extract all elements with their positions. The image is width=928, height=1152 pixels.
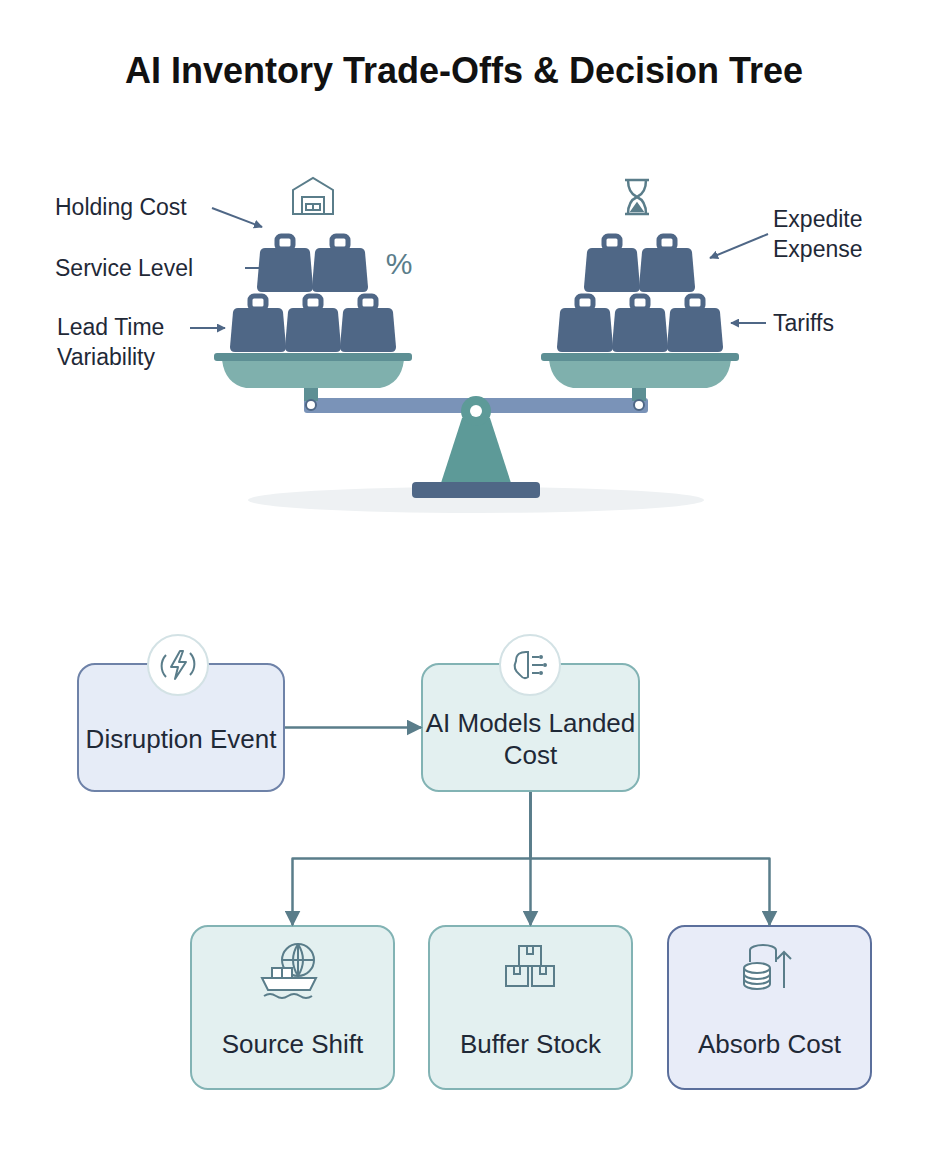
ship-hull [262,978,316,990]
globe-glyph [282,944,314,976]
warehouse-door [302,197,324,214]
diagram-title: AI Inventory Trade-Offs & Decision Tree [0,50,928,92]
factor-label: Holding Cost [55,192,255,222]
factor-label: Service Level [55,253,255,283]
factor-label: Expedite Expense [773,204,893,264]
beam-joint [634,400,644,410]
process-box: Disruption Event [77,663,285,792]
warehouse-box [313,204,320,210]
leader-line [212,208,262,227]
scale-pivot-pin [470,405,482,417]
node-text: Buffer Stock [460,1028,601,1060]
ship-globe-icon [262,944,316,998]
scale-pan [222,360,404,388]
leader-line [710,234,768,258]
node-text: Absorb Cost [698,1028,841,1060]
flow-connector [285,726,421,729]
process-box: AI Models Landed Cost [421,663,640,792]
warehouse-icon [293,178,333,214]
weight [285,296,341,352]
factor-label: % [383,249,415,279]
node-text: Disruption Event [86,723,277,755]
circuit-dot [543,663,547,667]
weight [612,296,668,352]
process-box: Source Shift [190,925,395,1090]
scale-fulcrum [440,418,512,486]
coin-stack [750,945,776,962]
container [272,968,282,978]
leader-line [731,322,766,324]
box-glyph [506,966,528,986]
warehouse-box [306,204,313,210]
icon-badge [500,635,560,695]
flow-connector [529,792,532,925]
lightning-glyph [171,651,186,679]
container [282,968,292,978]
wave-line [264,994,312,998]
hourglass-sand [632,204,642,211]
factor-label: Lead Time Variability [57,312,187,372]
scale-pan-rim [214,353,412,361]
icon-badge [148,635,208,695]
ai-brain-icon [500,635,560,695]
node-text: Source Shift [222,1028,364,1060]
weight [667,296,723,352]
factor-label: Tariffs [773,308,913,338]
coins-icon [744,945,791,989]
weight [340,296,396,352]
weight [230,296,286,352]
scale-pan-rim [541,353,739,361]
weight [639,236,695,292]
brain-glyph [515,652,528,678]
box-tape [514,946,546,974]
globe-grid [282,944,314,976]
beam-joint [306,400,316,410]
weight [584,236,640,292]
up-arrow [777,952,791,988]
disruption-icon [148,635,208,695]
warehouse-outline [293,178,333,214]
boxes-icon [506,946,554,986]
process-box: Absorb Cost [667,925,872,1090]
coin-ridge [744,974,770,984]
flow-connector [531,792,770,925]
circuit-dot [539,655,543,659]
box-glyph [532,966,554,986]
hourglass-icon [625,180,649,214]
node-text: AI Models Landed Cost [423,707,638,771]
circuit-lines [532,657,543,673]
flow-connector [293,792,531,925]
coin-stack [744,968,770,989]
hourglass-glass [628,180,646,214]
weight [557,296,613,352]
weight [257,236,313,292]
scale-base [412,482,540,498]
box-glyph [519,946,541,966]
circuit-dot [539,671,543,675]
scale-pan [549,360,731,388]
coin-glyph [744,963,770,973]
process-box: Buffer Stock [428,925,633,1090]
weight [312,236,368,292]
scale-pivot [461,396,491,426]
cycle-arcs [162,653,195,677]
leader-line [190,327,225,329]
